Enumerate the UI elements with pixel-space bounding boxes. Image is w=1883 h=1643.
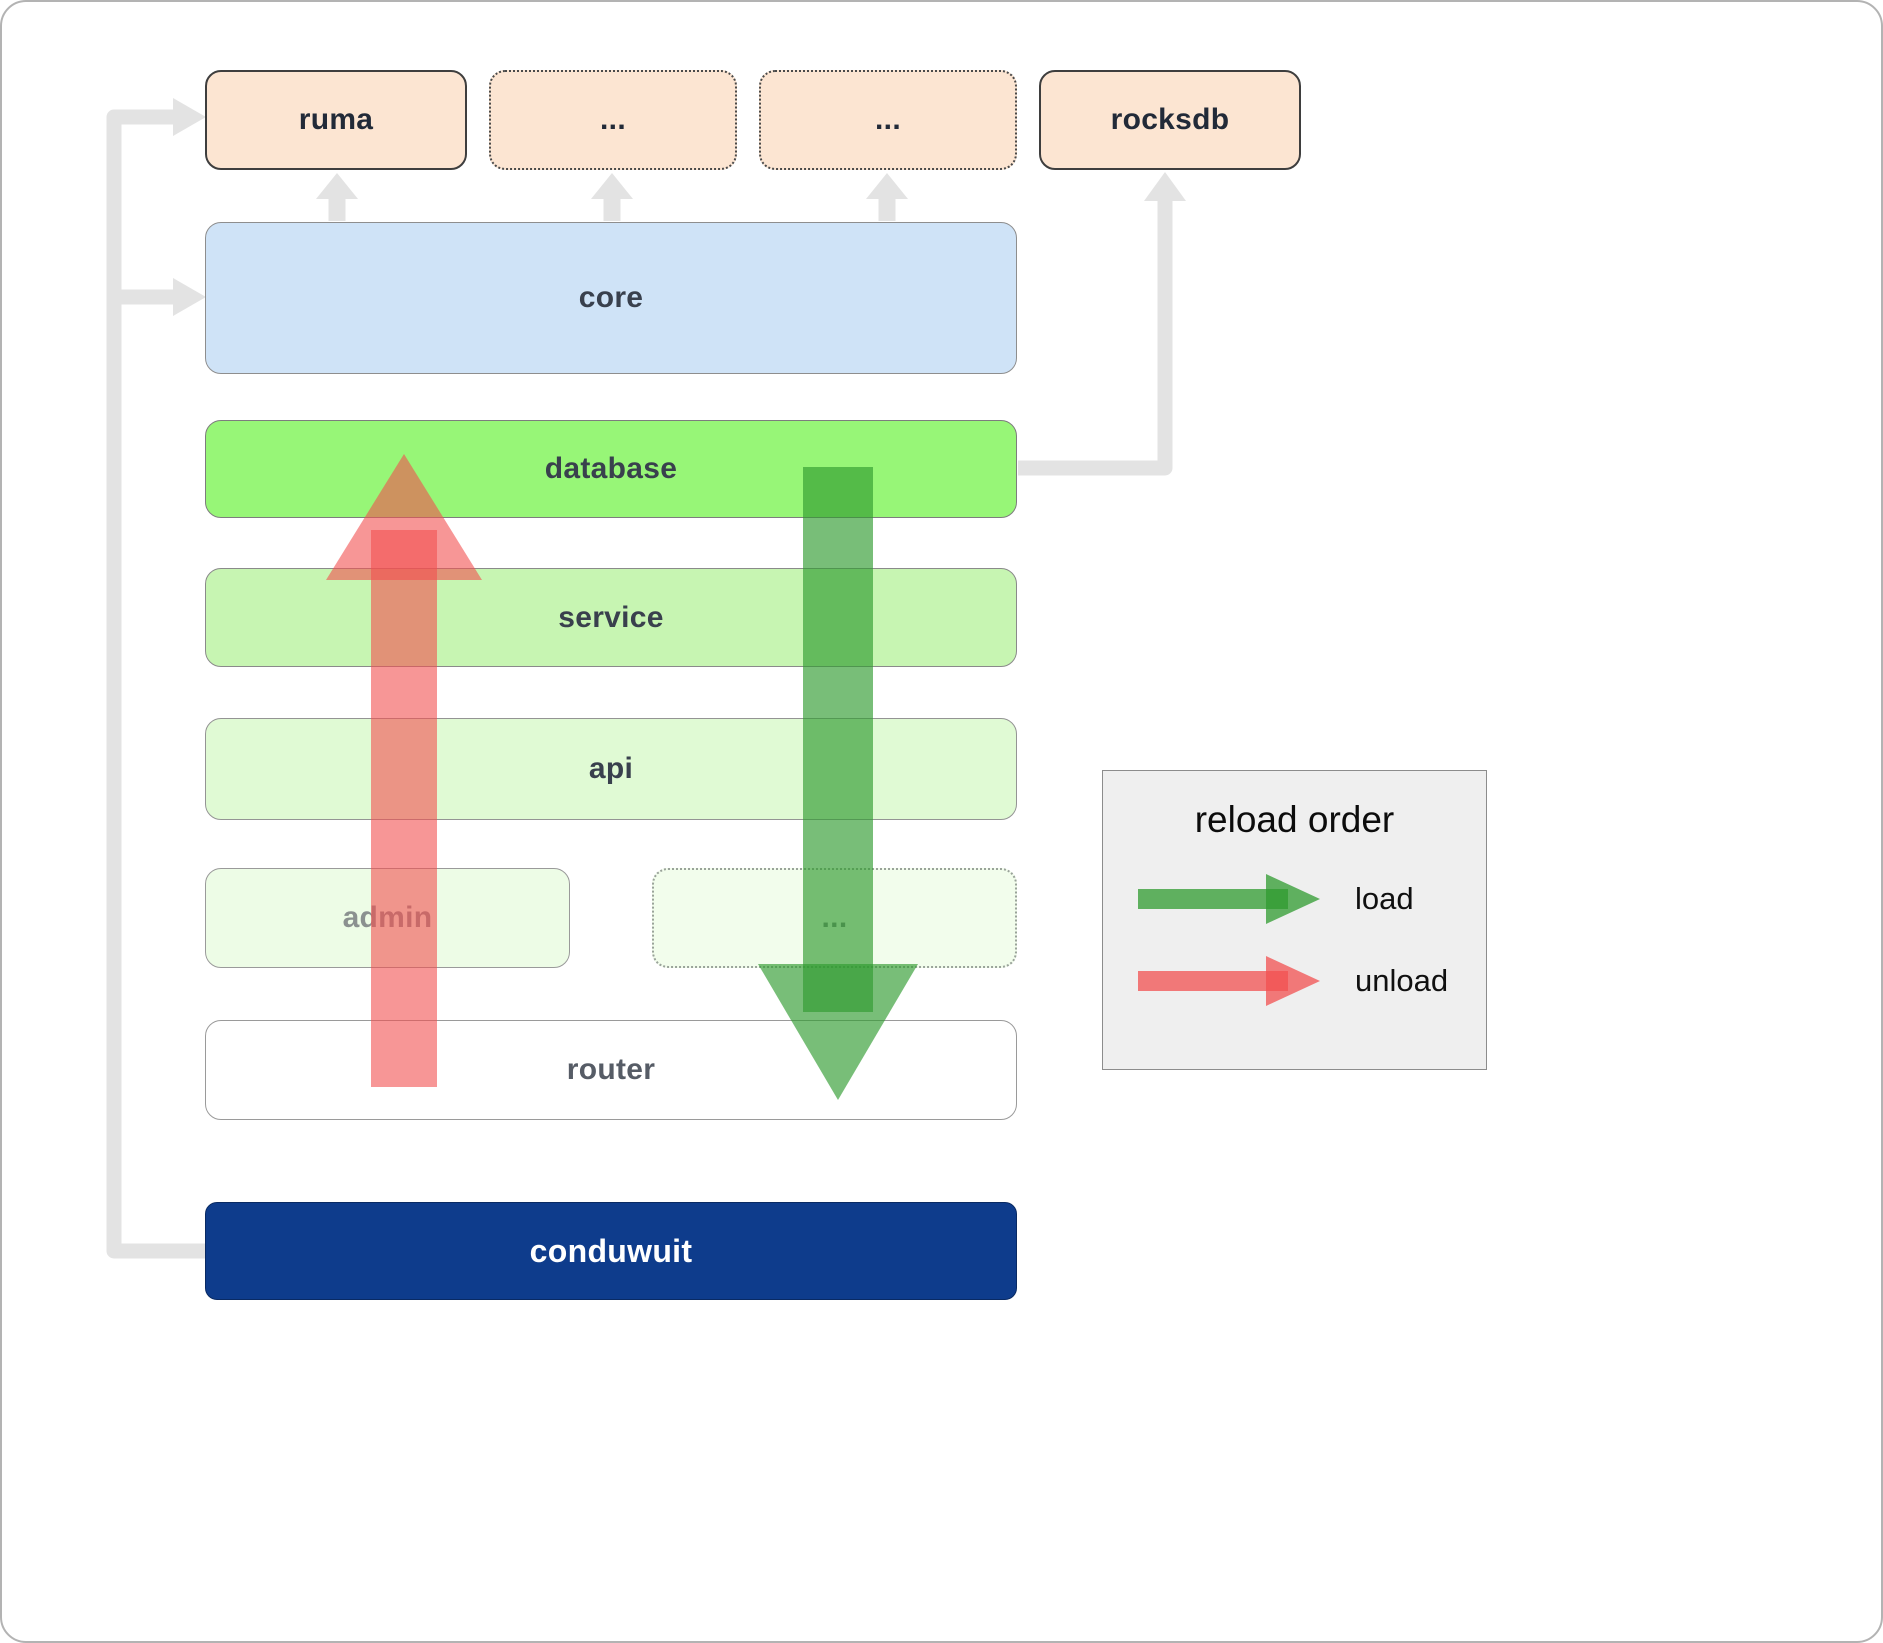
- load-arrow-icon: [1138, 874, 1320, 924]
- box-core-label: core: [578, 281, 644, 314]
- box-conduwuit: conduwuit: [205, 1202, 1017, 1300]
- up-arrow-core-to-ruma: [316, 173, 358, 221]
- arrowhead-into-rocksdb: [1144, 172, 1186, 201]
- box-rocksdb-label: rocksdb: [1110, 103, 1230, 136]
- box-router-label: router: [566, 1053, 656, 1086]
- box-service: service: [205, 568, 1017, 667]
- box-dots2-label: ...: [875, 103, 901, 136]
- legend-row-unload: unload: [1138, 951, 1448, 1011]
- box-dots1-label: ...: [600, 103, 626, 136]
- box-admin-dots: ...: [652, 868, 1017, 968]
- legend-row-load: load: [1138, 869, 1448, 929]
- legend-title: reload order: [1194, 799, 1395, 840]
- box-database-label: database: [544, 452, 678, 485]
- box-conduwuit-label: conduwuit: [529, 1232, 693, 1269]
- connector-core-to-deps: [316, 173, 908, 221]
- arrowhead-into-core: [173, 278, 206, 316]
- unload-arrow-icon: [1138, 956, 1320, 1006]
- box-admin-dots-label: ...: [821, 901, 848, 934]
- box-admin: admin: [205, 868, 570, 968]
- legend-unload-label: unload: [1355, 963, 1449, 998]
- box-ruma-label: ruma: [298, 103, 374, 136]
- legend-load-label: load: [1355, 881, 1414, 916]
- arrowhead-into-ruma: [173, 98, 206, 136]
- legend-rows: load unload: [1103, 869, 1448, 1011]
- up-arrow-core-to-dots2: [866, 173, 908, 221]
- box-rocksdb: rocksdb: [1039, 70, 1301, 170]
- box-api: api: [205, 718, 1017, 820]
- box-service-label: service: [558, 600, 664, 634]
- box-dependency-dots-1: ...: [489, 70, 737, 170]
- box-admin-label: admin: [342, 901, 433, 934]
- up-arrow-core-to-dots1: [591, 173, 633, 221]
- box-router: router: [205, 1020, 1017, 1120]
- box-dependency-dots-2: ...: [759, 70, 1017, 170]
- connector-conduwuit-to-ruma-core: [106, 98, 206, 1259]
- box-database: database: [205, 420, 1017, 518]
- box-ruma: ruma: [205, 70, 467, 170]
- box-core: core: [205, 222, 1017, 374]
- box-api-label: api: [588, 752, 634, 785]
- connector-database-to-rocksdb: [1018, 172, 1186, 476]
- legend: reload order load unload: [1102, 770, 1487, 1070]
